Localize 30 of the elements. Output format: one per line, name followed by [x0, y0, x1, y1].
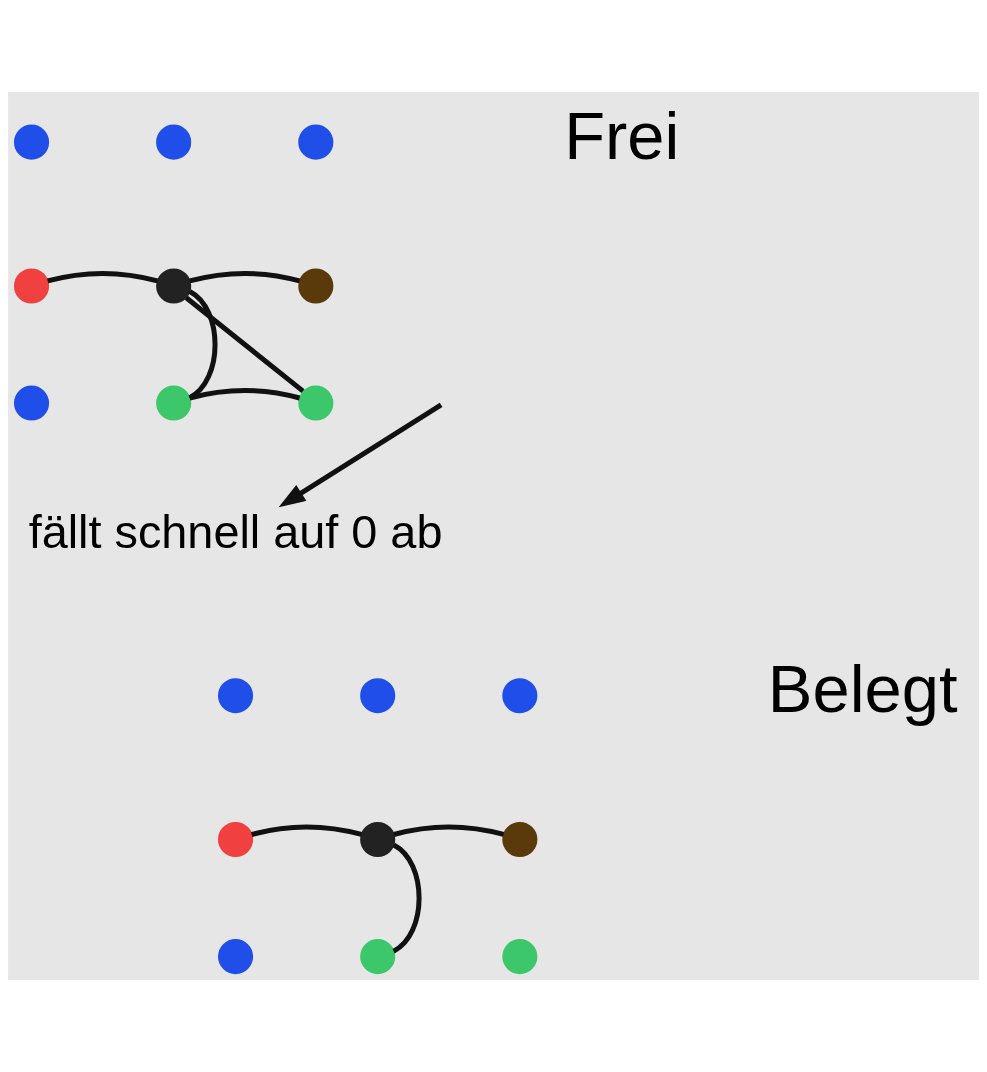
- node-circle: [360, 939, 396, 975]
- node-circle: [360, 678, 396, 714]
- node-circle: [298, 385, 334, 421]
- connector: [189, 388, 301, 401]
- connector: [393, 824, 505, 837]
- node-circle: [13, 385, 50, 421]
- arrow: [278, 402, 443, 508]
- node-text: fällt schnell auf 0 ab: [28, 505, 443, 558]
- node-circle: [502, 678, 538, 714]
- node-circle: [13, 124, 50, 160]
- node-circle: [502, 939, 538, 975]
- node-circle: [218, 821, 254, 858]
- connector: [251, 824, 363, 837]
- label: Belegt: [767, 651, 958, 727]
- node-circle: [156, 124, 192, 160]
- node-circle: [298, 268, 334, 304]
- node-circle: [218, 939, 254, 975]
- connector: [184, 295, 305, 394]
- connector: [189, 270, 301, 284]
- node-circle: [218, 678, 254, 714]
- node-circle: [156, 385, 192, 421]
- connector: [47, 270, 158, 284]
- connector: [188, 289, 218, 400]
- label: Frei: [564, 97, 680, 173]
- node-circle: [13, 268, 50, 304]
- node-circle: [298, 124, 334, 160]
- connector: [392, 842, 422, 954]
- node-circle: [156, 268, 192, 304]
- node-circle: [360, 821, 396, 858]
- node-circle: [502, 821, 538, 858]
